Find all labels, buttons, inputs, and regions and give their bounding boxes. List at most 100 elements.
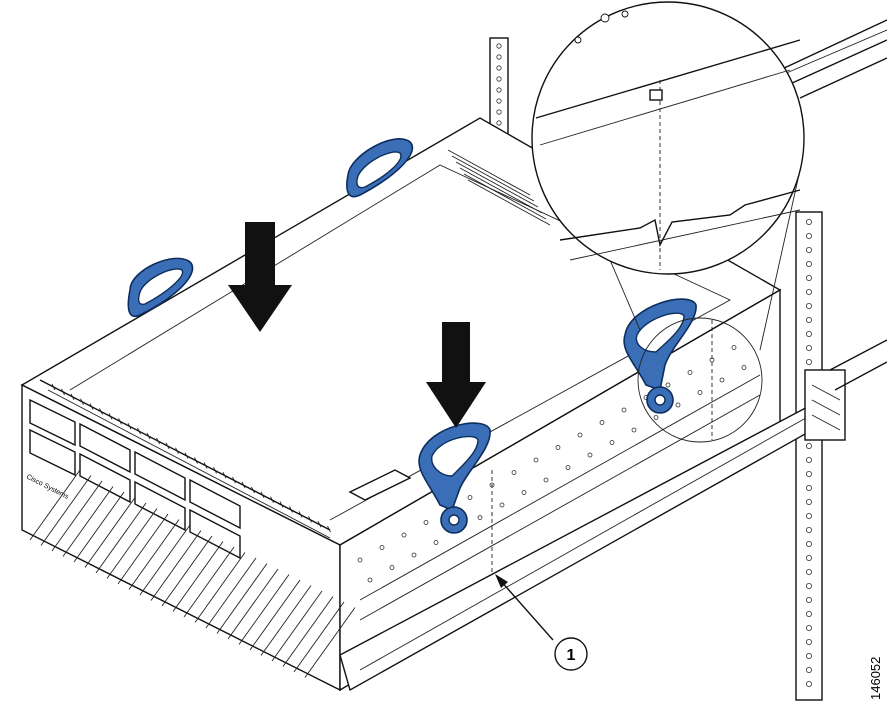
hatch-line xyxy=(282,596,334,667)
rack-hole xyxy=(367,577,373,583)
rack-hole xyxy=(697,390,703,395)
handle-rear-left xyxy=(127,257,194,318)
hatch-line xyxy=(62,486,114,557)
rack-hole xyxy=(379,545,385,550)
rear-rail xyxy=(769,19,887,99)
bezel-tick xyxy=(80,398,84,405)
bezel-tick xyxy=(194,457,198,464)
hatch-line xyxy=(304,607,356,678)
rack-hole xyxy=(806,583,813,590)
rack-hole xyxy=(687,370,693,375)
hatch-line xyxy=(128,519,180,590)
rack-hole xyxy=(806,498,813,505)
rack-hole xyxy=(499,502,505,508)
rack-hole xyxy=(496,54,502,60)
rack-hole xyxy=(587,452,593,458)
hatch-line xyxy=(249,579,301,651)
rack-hole xyxy=(806,344,813,351)
bezel-tick xyxy=(61,388,65,396)
rack-hole xyxy=(496,98,502,104)
rack-hole xyxy=(806,484,813,491)
rack-hole xyxy=(806,653,813,660)
front-panel-hatch xyxy=(29,469,356,678)
rack-hole xyxy=(806,316,813,323)
rack-hole xyxy=(806,470,813,477)
rack-hole xyxy=(806,527,813,534)
hatch-line xyxy=(95,502,147,574)
bezel-tick xyxy=(298,511,303,518)
bezel-tick xyxy=(118,418,122,425)
rack-hole xyxy=(496,76,502,82)
rack-hole xyxy=(521,490,527,495)
rack-hole xyxy=(806,274,813,281)
rack-hole xyxy=(577,432,583,438)
down-arrow-icon xyxy=(228,222,292,332)
rack-hole xyxy=(675,402,681,408)
bezel-tick xyxy=(222,471,227,479)
hatch-line xyxy=(172,541,224,612)
bezel-tick xyxy=(270,496,274,503)
hatch-line xyxy=(194,552,246,623)
rack-hole xyxy=(543,477,549,483)
rack-hole xyxy=(806,597,813,604)
handle-rear-right xyxy=(346,138,414,198)
rack-hole xyxy=(609,440,615,445)
hatch-line xyxy=(183,546,235,618)
rack-hole xyxy=(411,552,417,558)
rack-hole xyxy=(806,569,813,576)
bezel-tick xyxy=(89,403,94,410)
rack-hole xyxy=(806,541,813,548)
bezel-tick xyxy=(289,506,293,513)
hatch-line xyxy=(161,535,213,607)
rack-hole xyxy=(496,87,502,93)
hatch-line xyxy=(293,601,345,673)
rack-hole xyxy=(806,246,813,253)
bezel-tick xyxy=(308,516,312,523)
hatch-line xyxy=(238,574,290,645)
bezel-tick xyxy=(108,413,113,420)
rack-hole xyxy=(433,540,439,545)
rack-hole xyxy=(555,445,561,450)
rack-hole xyxy=(477,515,483,520)
rack-hole xyxy=(565,465,571,470)
rack-hole xyxy=(719,377,725,383)
bezel-tick xyxy=(51,383,56,391)
bezel-tick xyxy=(317,520,322,528)
hatch-line xyxy=(84,497,136,568)
hatch-line xyxy=(260,585,312,656)
rack-hole xyxy=(511,470,517,475)
rack-hole xyxy=(806,288,813,295)
bezel-tick xyxy=(232,476,236,484)
bezel-tick xyxy=(184,452,189,459)
rack-hole xyxy=(806,611,813,618)
rack-hole xyxy=(467,495,473,500)
hatch-line xyxy=(51,480,103,552)
bezel-tick xyxy=(251,486,255,494)
rack-hole xyxy=(401,532,407,538)
hatch-line xyxy=(205,557,257,629)
rack-hole xyxy=(806,232,813,239)
rack-hole xyxy=(496,120,502,126)
hatch-line xyxy=(106,508,158,579)
rack-hole xyxy=(357,557,363,563)
rack-hole xyxy=(806,456,813,463)
rack-post-front-right xyxy=(795,211,823,701)
rack-hole xyxy=(806,513,813,520)
figure-id: 146052 xyxy=(868,657,883,700)
rack-hole xyxy=(806,555,813,562)
bezel-tick xyxy=(165,442,170,450)
rack-hole xyxy=(653,415,659,420)
hatch-line xyxy=(271,590,323,662)
rack-hole xyxy=(806,330,813,337)
bezel-tick xyxy=(146,432,151,440)
slide-rail-front xyxy=(339,339,887,692)
rack-hole xyxy=(806,302,813,309)
bezel-tick xyxy=(241,481,246,489)
rack-hole xyxy=(806,639,813,646)
detail-source-circle xyxy=(637,317,763,443)
hatch-line xyxy=(29,469,81,541)
rack-hole xyxy=(599,420,605,425)
hatch-line xyxy=(150,530,202,601)
rack-hole xyxy=(806,667,813,674)
